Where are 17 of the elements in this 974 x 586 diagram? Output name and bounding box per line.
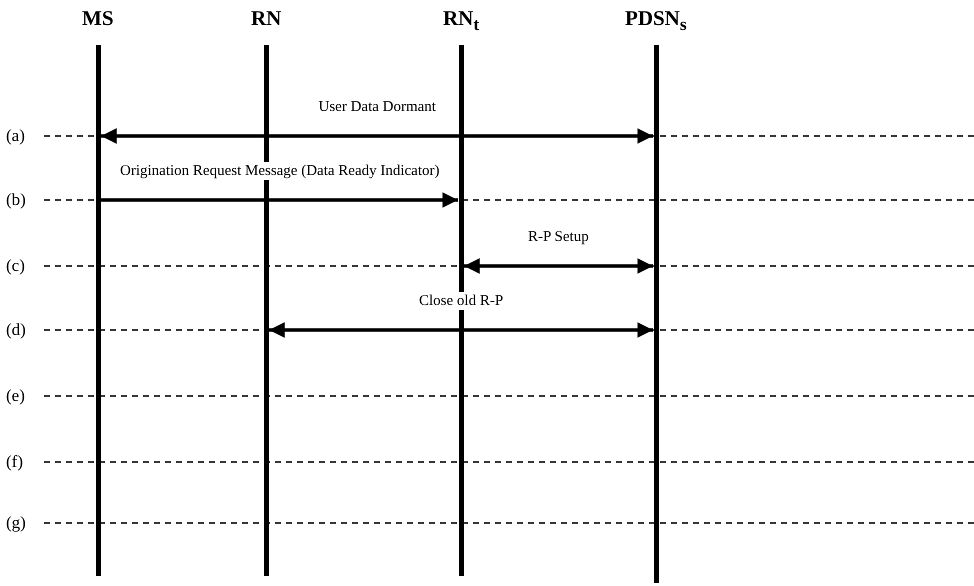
- lifeline: [654, 45, 658, 583]
- step-label: (a): [6, 126, 25, 146]
- step-label: (c): [6, 256, 25, 276]
- message-arrow: [269, 322, 653, 338]
- lifeline-label: RN: [251, 6, 282, 31]
- lifeline-label: RN$_{t}$: [443, 6, 480, 36]
- step-label: (d): [6, 320, 26, 340]
- message-arrow: [101, 128, 653, 144]
- step-label: (f): [6, 452, 23, 472]
- message-arrow: [101, 192, 458, 208]
- lifeline-label: PDSN$_{s}$: [625, 6, 687, 36]
- step-label: (e): [6, 386, 25, 406]
- step-label: (b): [6, 190, 26, 210]
- lifeline-label: MS: [82, 6, 114, 31]
- message-arrow: [464, 258, 653, 274]
- step-label: (g): [6, 513, 26, 533]
- lifeline: [96, 45, 100, 576]
